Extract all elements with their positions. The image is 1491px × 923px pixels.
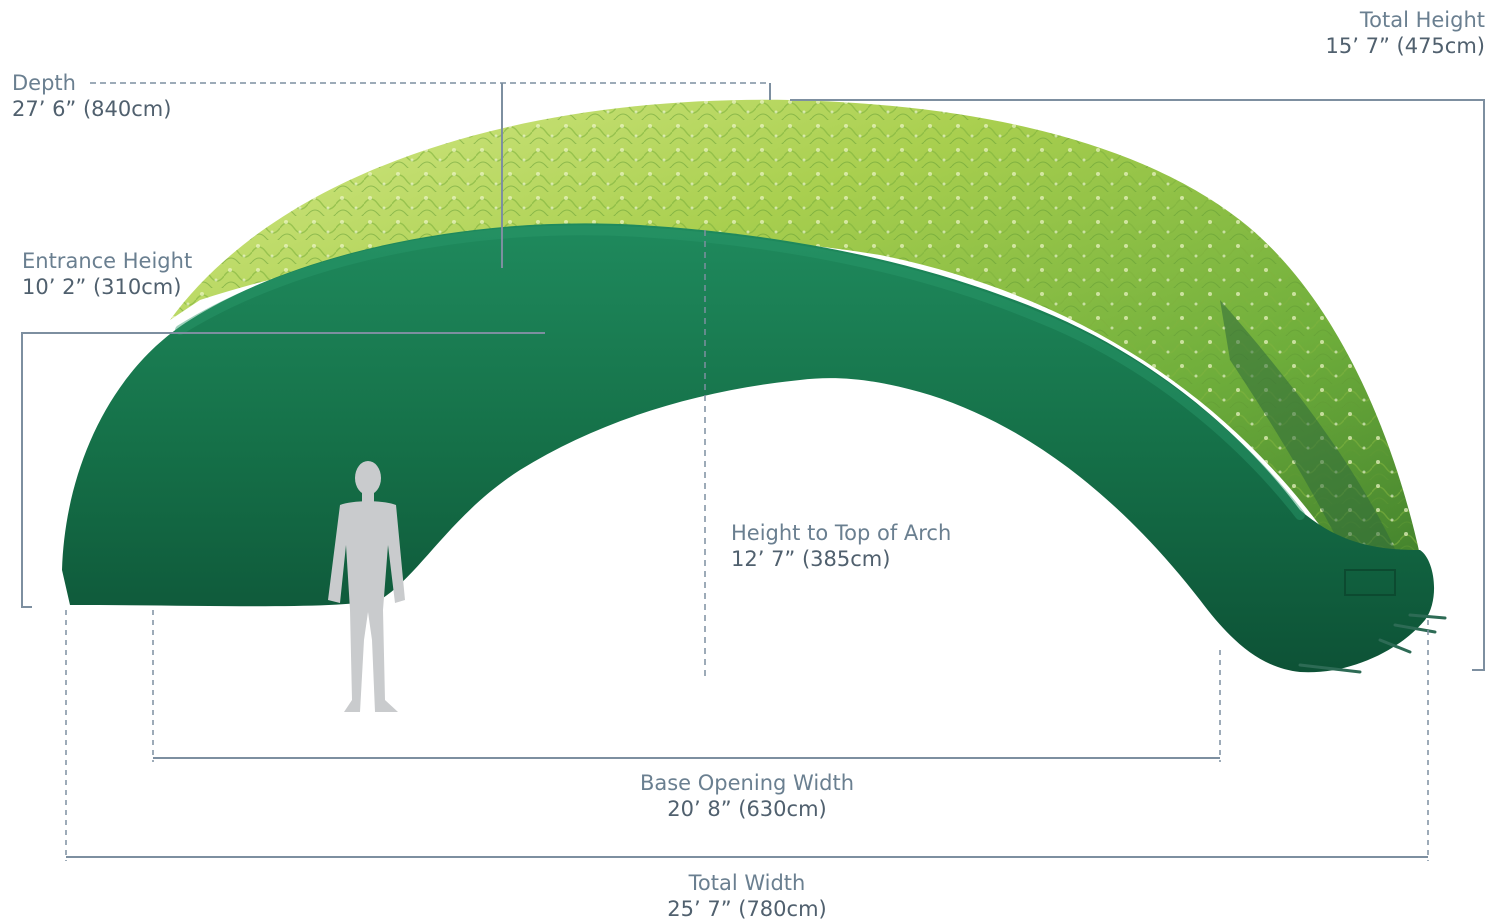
- total-height-label: Total Height 15’ 7” (475cm): [1326, 7, 1485, 59]
- tent-anchor-panel: [1344, 569, 1396, 596]
- total-width-value: 25’ 7” (780cm): [667, 897, 827, 921]
- total-height-value: 15’ 7” (475cm): [1325, 34, 1485, 58]
- arch-height-value: 12’ 7” (385cm): [731, 547, 891, 571]
- total-height-bracket: [790, 99, 1485, 671]
- depth-value: 27’ 6” (840cm): [12, 97, 172, 121]
- entrance-height-label: Entrance Height 10’ 2” (310cm): [22, 248, 192, 300]
- person-silhouette-icon: [328, 461, 405, 712]
- arch-height-label: Height to Top of Arch 12’ 7” (385cm): [731, 520, 951, 572]
- base-opening-width-name: Base Opening Width: [639, 771, 855, 795]
- depth-leader: [501, 83, 771, 268]
- arch-height-name: Height to Top of Arch: [731, 521, 952, 545]
- tent-green-tube: [62, 223, 1435, 673]
- tent-stakes: [1298, 613, 1447, 674]
- total-width-name: Total Width: [688, 871, 806, 895]
- base-opening-width-value: 20’ 8” (630cm): [667, 797, 827, 821]
- inflatable-tent-illustration: [62, 99, 1447, 674]
- base-opening-width-label: Base Opening Width 20’ 8” (630cm): [640, 770, 854, 822]
- depth-label: Depth 27’ 6” (840cm): [12, 70, 171, 122]
- tent-side-window: [1220, 300, 1400, 585]
- base-opening-width-ticks: [152, 610, 1221, 762]
- total-height-name: Total Height: [1359, 8, 1485, 32]
- tent-tube-highlight: [175, 225, 1305, 520]
- total-width-label: Total Width 25’ 7” (780cm): [667, 870, 826, 922]
- dimension-lines: [21, 82, 1485, 861]
- entrance-height-value: 10’ 2” (310cm): [22, 275, 182, 299]
- tent-canopy-texture: [170, 99, 1420, 585]
- entrance-height-name: Entrance Height: [22, 249, 193, 273]
- total-width-ticks: [65, 610, 1429, 861]
- entrance-height-bracket: [21, 332, 545, 608]
- depth-name: Depth: [12, 71, 76, 95]
